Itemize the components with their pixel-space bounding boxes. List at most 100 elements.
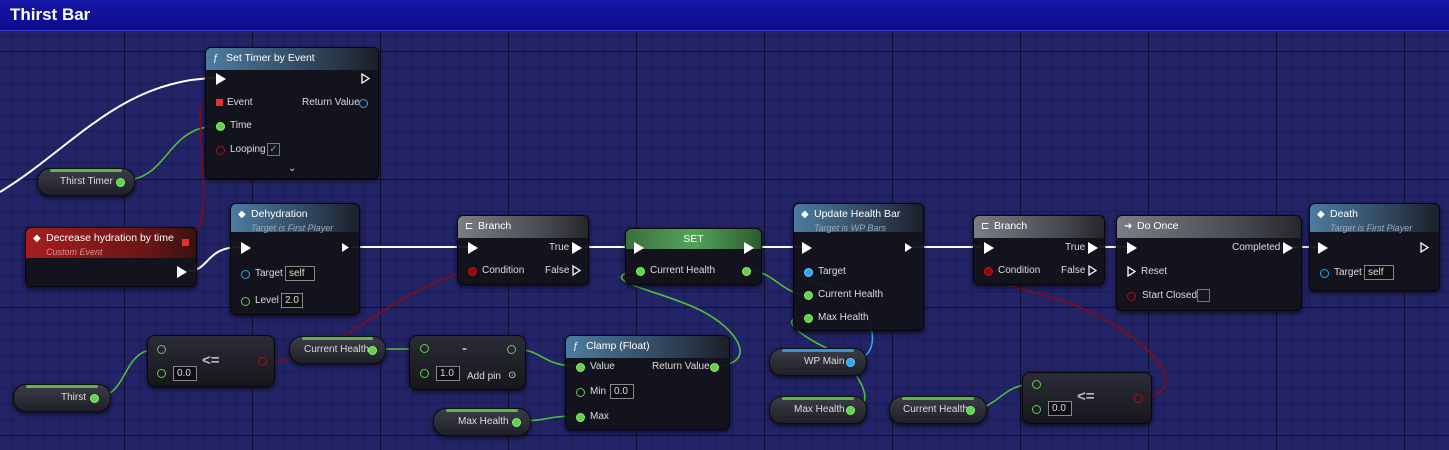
thirst-timer-variable[interactable]: Thirst Timer bbox=[37, 168, 135, 196]
exec-in-pin[interactable] bbox=[984, 242, 994, 254]
min-value[interactable]: 0.0 bbox=[610, 384, 634, 399]
a-pin[interactable] bbox=[1032, 380, 1041, 389]
b-pin[interactable] bbox=[1032, 405, 1041, 414]
float-out-pin[interactable] bbox=[368, 346, 377, 355]
level-value[interactable]: 2.0 bbox=[281, 293, 303, 308]
false-exec-pin[interactable] bbox=[572, 265, 581, 276]
node-header[interactable]: ⊏Branch bbox=[458, 216, 588, 238]
float-out-pin[interactable] bbox=[90, 394, 99, 403]
reset-exec-pin[interactable] bbox=[1127, 266, 1136, 277]
b-value[interactable]: 0.0 bbox=[173, 366, 197, 381]
b-value[interactable]: 0.0 bbox=[1048, 401, 1072, 416]
completed-exec-pin[interactable] bbox=[1283, 242, 1293, 254]
min-pin[interactable] bbox=[576, 388, 585, 397]
add-pin-label[interactable]: Add pin bbox=[467, 371, 501, 382]
true-exec-pin[interactable] bbox=[1088, 242, 1098, 254]
exec-in-pin[interactable] bbox=[1318, 242, 1328, 254]
result-pin[interactable] bbox=[507, 345, 516, 354]
max-health-variable-2[interactable]: Max Health bbox=[769, 396, 867, 424]
condition-pin[interactable] bbox=[984, 267, 993, 276]
level-pin[interactable] bbox=[241, 297, 250, 306]
current-health-pin[interactable] bbox=[804, 291, 813, 300]
value-pin[interactable] bbox=[576, 363, 585, 372]
exec-in-pin[interactable] bbox=[216, 73, 226, 85]
return-value-pin[interactable] bbox=[359, 99, 368, 108]
chevron-down-icon[interactable]: ⌄ bbox=[288, 163, 297, 174]
branch-node[interactable]: ⊏Branch True Condition False bbox=[457, 215, 589, 285]
exec-in-pin[interactable] bbox=[468, 242, 478, 254]
float-out-pin[interactable] bbox=[116, 178, 125, 187]
current-health-variable[interactable]: Current Health bbox=[289, 336, 386, 364]
less-equal-node[interactable]: 0.0 <= bbox=[147, 335, 275, 387]
target-pin[interactable] bbox=[804, 268, 813, 277]
looping-pin[interactable] bbox=[216, 146, 225, 155]
exec-out-pin[interactable] bbox=[1420, 242, 1429, 253]
float-out-pin[interactable] bbox=[846, 406, 855, 415]
do-once-node[interactable]: ➜Do Once Completed Reset Start Closed bbox=[1116, 215, 1302, 311]
exec-in-pin[interactable] bbox=[802, 242, 812, 254]
target-pin[interactable] bbox=[1320, 269, 1329, 278]
event-pin[interactable] bbox=[216, 99, 223, 106]
node-header[interactable]: ⊏Branch bbox=[974, 216, 1104, 238]
result-pin[interactable] bbox=[258, 357, 267, 366]
current-health-in-pin[interactable] bbox=[636, 267, 645, 276]
target-pin[interactable] bbox=[241, 270, 250, 279]
object-out-pin[interactable] bbox=[846, 358, 855, 367]
max-pin[interactable] bbox=[576, 413, 585, 422]
exec-out-pin[interactable] bbox=[361, 73, 370, 84]
a-pin[interactable] bbox=[420, 344, 429, 353]
delegate-out-pin[interactable] bbox=[182, 239, 189, 246]
b-value[interactable]: 1.0 bbox=[436, 366, 460, 381]
target-value[interactable]: self bbox=[285, 266, 315, 281]
set-current-health-node[interactable]: SET Current Health bbox=[625, 228, 762, 285]
current-health-variable-2[interactable]: Current Health bbox=[889, 396, 987, 424]
exec-in-pin[interactable] bbox=[634, 242, 644, 254]
float-out-pin[interactable] bbox=[966, 406, 975, 415]
max-health-pin[interactable] bbox=[804, 314, 813, 323]
return-value-label: Return Value bbox=[302, 97, 360, 108]
exec-in-pin[interactable] bbox=[241, 242, 251, 254]
branch-icon: ⊏ bbox=[981, 221, 990, 232]
start-closed-pin[interactable] bbox=[1127, 292, 1136, 301]
add-pin-icon[interactable]: ⊙ bbox=[508, 370, 517, 381]
float-out-pin[interactable] bbox=[512, 418, 521, 427]
target-value[interactable]: self bbox=[1364, 265, 1394, 280]
max-health-variable[interactable]: Max Health bbox=[433, 408, 531, 436]
exec-out-pin[interactable] bbox=[177, 266, 187, 278]
wp-main-variable[interactable]: WP Main bbox=[769, 348, 867, 376]
result-pin[interactable] bbox=[1134, 394, 1143, 403]
return-value-pin[interactable] bbox=[710, 363, 719, 372]
exec-out-pin[interactable] bbox=[744, 242, 754, 254]
node-header[interactable]: SET bbox=[626, 229, 761, 249]
b-pin[interactable] bbox=[420, 369, 429, 378]
subtract-node[interactable]: - 1.0 Add pin ⊙ bbox=[409, 335, 526, 390]
true-exec-pin[interactable] bbox=[572, 242, 582, 254]
looping-checkbox[interactable]: ✓ bbox=[267, 143, 280, 156]
time-pin[interactable] bbox=[216, 122, 225, 131]
start-closed-checkbox[interactable] bbox=[1197, 289, 1210, 302]
a-pin[interactable] bbox=[157, 345, 166, 354]
b-pin[interactable] bbox=[157, 369, 166, 378]
false-exec-pin[interactable] bbox=[1088, 265, 1097, 276]
current-health-out-pin[interactable] bbox=[742, 267, 751, 276]
branch-node-2[interactable]: ⊏Branch True Condition False bbox=[973, 215, 1105, 285]
exec-out-pin[interactable] bbox=[341, 242, 350, 253]
exec-in-pin[interactable] bbox=[1127, 242, 1137, 254]
node-header[interactable]: ➜Do Once bbox=[1117, 216, 1301, 238]
condition-pin[interactable] bbox=[468, 267, 477, 276]
thirst-variable[interactable]: Thirst bbox=[13, 384, 111, 412]
exec-out-pin[interactable] bbox=[904, 242, 913, 253]
less-equal-node-2[interactable]: 0.0 <= bbox=[1022, 372, 1152, 424]
